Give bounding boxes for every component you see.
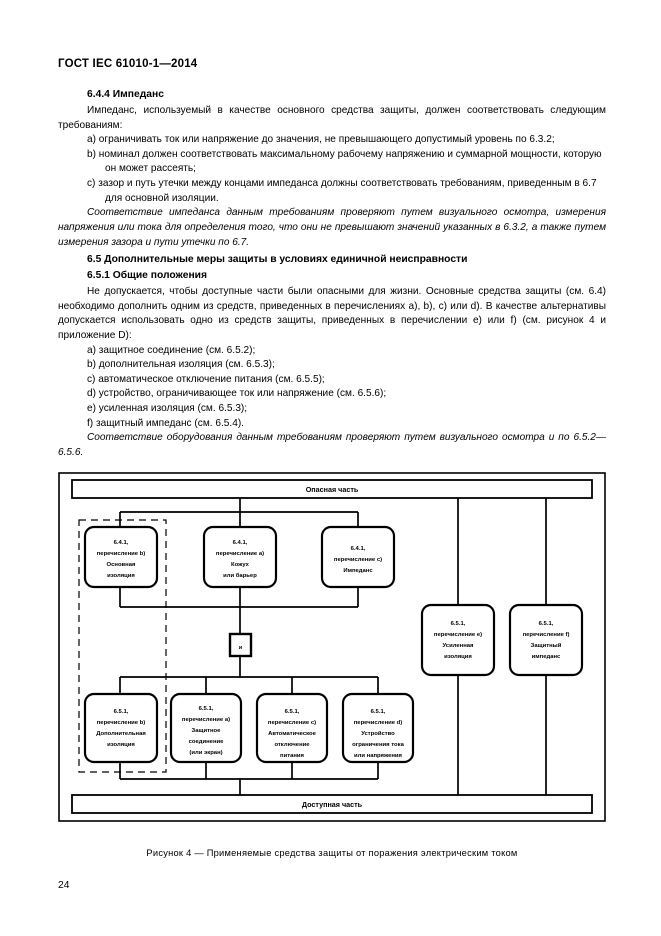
box-supplementary-insulation-line3: Дополнительная	[96, 731, 146, 737]
box-reinforced-insulation-line2: перечисление e)	[434, 632, 482, 638]
box-protective-impedance-line2: перечисление f)	[523, 632, 570, 638]
and-node-shape	[228, 632, 253, 658]
box-reinforced-insulation-shape	[420, 603, 496, 677]
box-protective-bonding-line5: (или экран)	[189, 750, 222, 756]
page-number: 24	[58, 880, 70, 891]
paragraph-6-4-4-verification: Соответствие импеданса данным требования…	[58, 207, 606, 248]
box-protective-impedance-line4: импеданс	[532, 654, 561, 660]
diagram-outer-frame	[58, 472, 606, 822]
box-reinforced-insulation-line1: 6.5.1,	[451, 621, 466, 627]
box-auto-disconnect: 6.5.1, перечисление c) Автоматическое от…	[255, 692, 329, 764]
list-item-651-f: f) защитный импеданс (см. 6.5.4).	[87, 417, 244, 429]
list-item-644-b: b) номинал должен соответствовать максим…	[87, 148, 602, 175]
accessible-part-label: Доступная часть	[302, 800, 363, 809]
heading-6-5: 6.5 Дополнительные меры защиты в условия…	[87, 254, 468, 266]
box-enclosure-barrier-line4: или барьер	[223, 572, 257, 579]
document-body: 6.4.4 Импеданс Импеданс, используемый в …	[58, 88, 606, 461]
box-protective-impedance-shape	[508, 603, 584, 677]
heading-6-4-4: 6.4.4 Импеданс	[87, 89, 164, 100]
box-impedance-line1: 6.4.1,	[351, 546, 366, 552]
box-basic-insulation: 6.4.1, перечисление b) Основная изоляция	[83, 525, 159, 589]
figure-4: Опасная часть 6.4.1, перечисление b) Осн…	[58, 472, 606, 832]
box-basic-insulation-line3: Основная	[107, 562, 136, 568]
box-basic-insulation-line4: изоляция	[107, 573, 135, 579]
list-item-651-d: d) устройство, ограничивающее ток или на…	[87, 388, 387, 400]
paragraph-6-5-1-intro: Не допускается, чтобы доступные части бы…	[58, 286, 606, 341]
list-item-644-a: a) ограничивать ток или напряжение до зн…	[87, 134, 555, 146]
hazardous-part-bar	[71, 479, 593, 499]
box-protective-impedance-line1: 6.5.1,	[539, 621, 554, 627]
connector-lines	[119, 497, 547, 795]
box-supplementary-insulation: 6.5.1, перечисление b) Дополнительная из…	[83, 692, 159, 764]
and-node-label: и	[239, 645, 243, 651]
list-item-651-e: e) усиленная изоляция (см. 6.5.3);	[87, 403, 248, 415]
box-protective-bonding-shape	[169, 692, 243, 764]
box-reinforced-insulation: 6.5.1, перечисление e) Усиленная изоляци…	[420, 603, 496, 677]
box-basic-insulation-shape	[83, 525, 159, 589]
box-protective-bonding-line1: 6.5.1,	[199, 706, 214, 712]
box-current-limiting-device: 6.5.1, перечисление d) Устройство ограни…	[341, 692, 415, 764]
box-supplementary-insulation-line2: перечисление b)	[97, 720, 146, 726]
box-protective-bonding-line3: Защитное	[192, 728, 222, 734]
box-auto-disconnect-line1: 6.5.1,	[285, 709, 300, 715]
box-protective-impedance: 6.5.1, перечисление f) Защитный импеданс	[508, 603, 584, 677]
box-supplementary-insulation-line1: 6.5.1,	[114, 709, 129, 715]
box-enclosure-barrier-line3: Кожух	[231, 562, 250, 568]
box-protective-bonding-line2: перечисление a)	[182, 717, 230, 723]
box-auto-disconnect-shape	[255, 692, 329, 764]
box-protective-bonding: 6.5.1, перечисление a) Защитное соединен…	[169, 692, 243, 764]
box-current-limiting-device-line2: перечисление d)	[354, 720, 403, 726]
box-protective-impedance-line3: Защитный	[531, 642, 562, 649]
box-auto-disconnect-line4: отключение	[274, 742, 310, 748]
box-impedance: 6.4.1, перечисление c) Импеданс	[320, 525, 396, 589]
list-item-651-a: a) защитное соединение (см. 6.5.2);	[87, 344, 256, 356]
accessible-part-bar	[71, 794, 593, 814]
box-impedance-line3: Импеданс	[343, 568, 373, 574]
box-basic-insulation-line2: перечисление b)	[97, 551, 146, 557]
list-item-651-b: b) дополнительная изоляция (см. 6.5.3);	[87, 359, 275, 371]
box-impedance-shape	[320, 525, 396, 589]
protection-measures-diagram: Опасная часть 6.4.1, перечисление b) Осн…	[58, 472, 606, 822]
list-item-651-c: c) автоматическое отключение питания (см…	[87, 373, 325, 385]
box-enclosure-barrier-line1: 6.4.1,	[233, 540, 248, 546]
box-impedance-line2: перечисление c)	[334, 557, 382, 563]
box-auto-disconnect-line2: перечисление c)	[268, 720, 316, 726]
and-node: и	[228, 632, 253, 658]
heading-6-5-1: 6.5.1 Общие положения	[87, 270, 207, 282]
box-basic-insulation-line1: 6.4.1,	[114, 540, 129, 546]
box-current-limiting-device-line1: 6.5.1,	[371, 709, 386, 715]
dashed-group-double-insulation	[78, 519, 167, 773]
box-reinforced-insulation-line4: изоляция	[444, 654, 472, 660]
box-current-limiting-device-line4: ограничения тока	[352, 742, 404, 748]
box-current-limiting-device-line5: или напряжения	[354, 753, 403, 759]
box-current-limiting-device-line3: Устройство	[361, 730, 395, 737]
paragraph-6-5-1-verification: Соответствие оборудования данным требова…	[58, 432, 606, 458]
box-enclosure-barrier: 6.4.1, перечисление a) Кожух или барьер	[202, 525, 278, 589]
box-reinforced-insulation-line3: Усиленная	[443, 643, 475, 649]
hazardous-part-label: Опасная часть	[306, 485, 359, 494]
list-item-644-c: c) зазор и путь утечки между концами имп…	[87, 178, 597, 204]
box-supplementary-insulation-shape	[83, 692, 159, 764]
box-protective-bonding-line4: соединение	[189, 739, 225, 745]
paragraph-6-4-4-intro: Импеданс, используемый в качестве основн…	[58, 104, 606, 131]
box-current-limiting-device-shape	[341, 692, 415, 764]
box-enclosure-barrier-shape	[202, 525, 278, 589]
figure-caption: Рисунок 4 — Применяемые средства защиты …	[146, 848, 518, 858]
box-enclosure-barrier-line2: перечисление a)	[216, 551, 264, 557]
box-auto-disconnect-line5: питания	[280, 753, 305, 759]
box-auto-disconnect-line3: Автоматическое	[268, 731, 317, 737]
box-supplementary-insulation-line4: изоляция	[107, 742, 135, 748]
page-header: ГОСТ IEC 61010-1—2014	[58, 58, 198, 70]
